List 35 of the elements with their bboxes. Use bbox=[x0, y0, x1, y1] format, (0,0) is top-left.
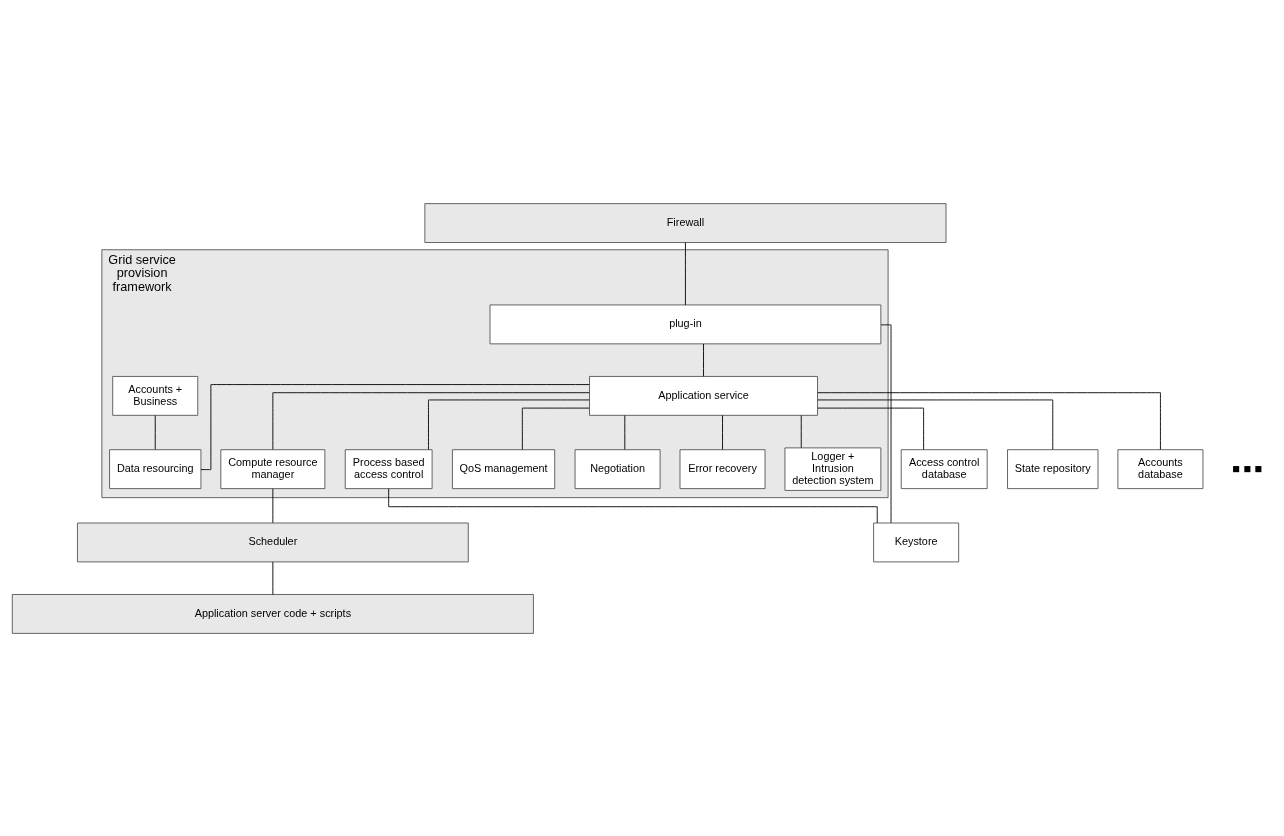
connector bbox=[817, 407, 925, 450]
node-box: Accounts database bbox=[1117, 448, 1204, 489]
node-box: Firewall bbox=[424, 202, 947, 243]
connector bbox=[817, 391, 1161, 450]
connector bbox=[388, 487, 878, 523]
connector bbox=[722, 414, 723, 450]
node-box: plug-in bbox=[489, 304, 882, 344]
connector bbox=[521, 407, 590, 450]
connector bbox=[800, 414, 802, 448]
node-box: Accounts + Business bbox=[112, 375, 199, 416]
node-box: Error recovery bbox=[679, 448, 766, 489]
node-box: Logger + Intrusion detection system bbox=[784, 446, 882, 491]
node-box: Keystore bbox=[873, 522, 960, 562]
node-box: Negotiation bbox=[574, 448, 661, 489]
node-box: Access control database bbox=[900, 448, 988, 489]
node-box: Scheduler bbox=[77, 522, 469, 562]
connector bbox=[880, 323, 892, 523]
connector bbox=[200, 383, 590, 470]
node-box: Compute resource manager bbox=[220, 448, 326, 489]
connector bbox=[624, 414, 626, 450]
node-box: Process based access control bbox=[344, 448, 433, 489]
connector bbox=[817, 399, 1054, 450]
label: ■ ■ ■ bbox=[1232, 461, 1263, 476]
connector bbox=[154, 414, 156, 450]
node-box: State repository bbox=[1007, 448, 1099, 489]
connector bbox=[272, 487, 274, 523]
connector bbox=[272, 391, 590, 450]
node-box: QoS management bbox=[452, 448, 556, 489]
node-box: Application service bbox=[589, 375, 818, 416]
connector bbox=[272, 561, 274, 595]
connector bbox=[684, 241, 686, 305]
connector bbox=[428, 399, 590, 450]
node-box: Data resourcing bbox=[109, 448, 202, 489]
connector bbox=[703, 343, 704, 377]
node-box: Application server code + scripts bbox=[11, 593, 534, 634]
